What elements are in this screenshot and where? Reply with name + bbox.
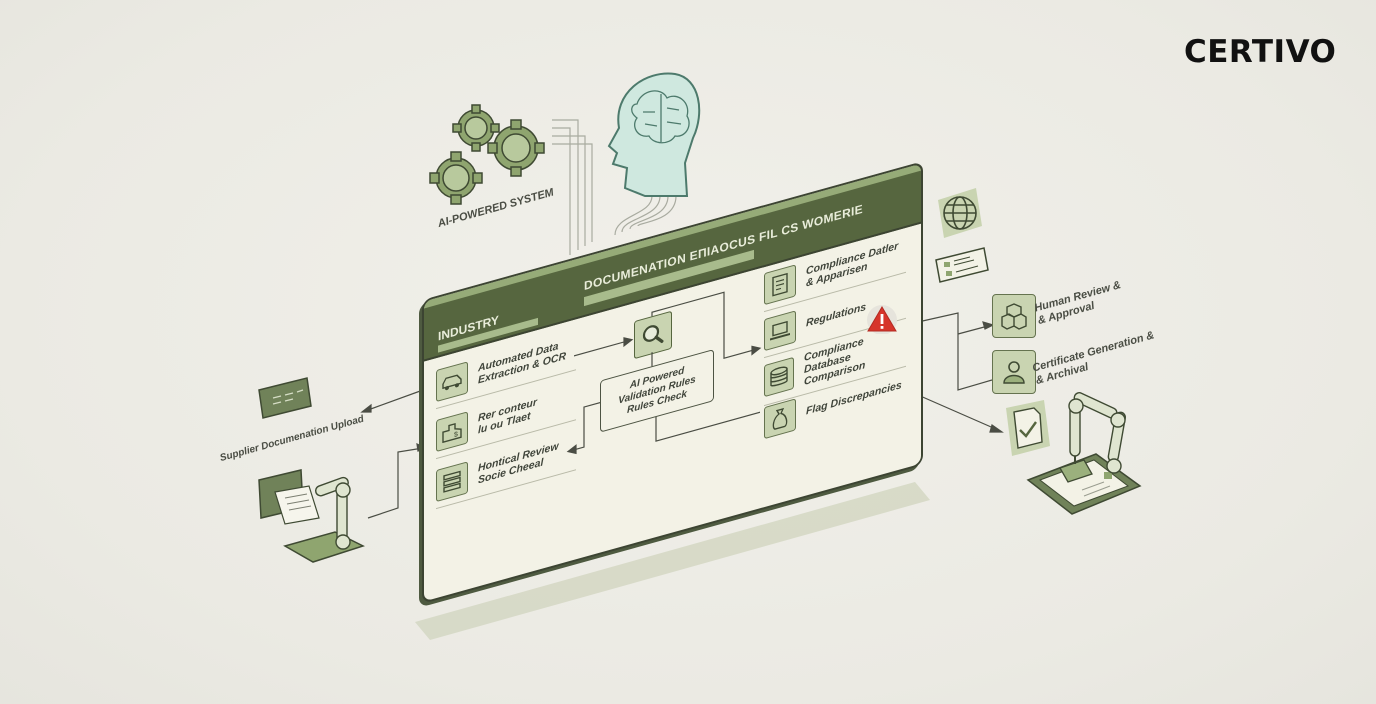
human-review-button[interactable] bbox=[992, 294, 1036, 338]
documentation-panel: INDUSTRY DOCUMENATION EПIAOCUS FIL CS WO… bbox=[422, 161, 923, 604]
card-reader-icon bbox=[258, 377, 312, 419]
certivo-logo: CERTIVO bbox=[1184, 34, 1337, 70]
boxes-icon bbox=[1001, 303, 1027, 330]
search-button[interactable] bbox=[634, 310, 672, 360]
warning-triangle-icon bbox=[867, 305, 897, 334]
checked-document-icon bbox=[1006, 400, 1050, 456]
laptop-icon bbox=[764, 310, 796, 352]
magnifier-icon bbox=[642, 325, 664, 343]
id-card-icon bbox=[935, 247, 989, 283]
database-icon bbox=[764, 356, 795, 398]
money-bag-icon bbox=[764, 398, 796, 440]
list-item-flag-discrepancies[interactable]: Flag Discrepancies bbox=[764, 368, 906, 445]
ai-gears-icon bbox=[429, 104, 545, 205]
server-icon bbox=[436, 461, 468, 503]
brain-head-icon bbox=[607, 72, 701, 197]
user-icon bbox=[1003, 361, 1025, 384]
robot-arm-scanner-icon bbox=[258, 469, 365, 563]
certificate-generation-button[interactable] bbox=[992, 350, 1036, 394]
list-item-compliance-data[interactable]: Compliance Datler& Apparisen bbox=[764, 233, 906, 313]
svg-text:$: $ bbox=[454, 430, 458, 439]
robot-arm-tablet-icon bbox=[1026, 392, 1142, 515]
car-icon bbox=[436, 361, 468, 403]
panel-window: INDUSTRY DOCUMENATION EПIAOCUS FIL CS WO… bbox=[422, 161, 923, 604]
panel-flow-lines bbox=[566, 291, 762, 455]
document-icon bbox=[764, 264, 796, 306]
list-item-regulations[interactable]: Regulations bbox=[764, 279, 906, 359]
globe-icon bbox=[938, 188, 982, 238]
panel-shadow bbox=[415, 482, 930, 640]
factory-icon: $ bbox=[436, 411, 468, 453]
